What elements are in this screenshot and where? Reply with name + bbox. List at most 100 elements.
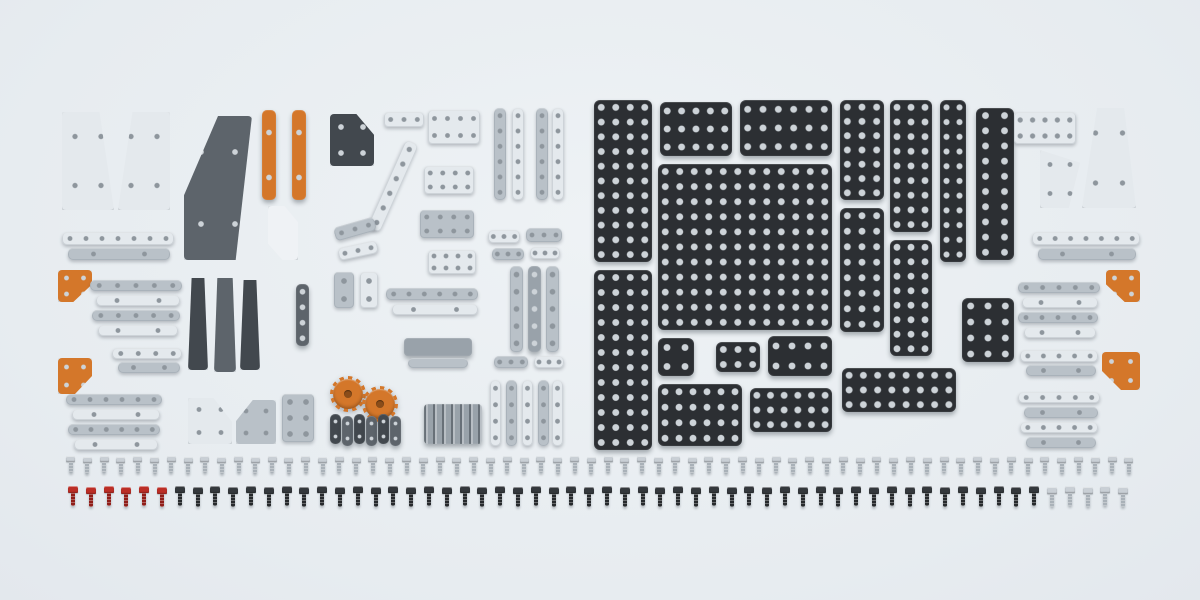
silver-screw xyxy=(788,457,798,474)
screw-head xyxy=(851,486,862,493)
gear xyxy=(330,376,366,412)
screw-shaft xyxy=(747,493,752,506)
screw-shaft xyxy=(925,463,930,474)
screw-shaft xyxy=(1126,463,1131,474)
screw-shaft xyxy=(286,463,291,474)
screw-head xyxy=(833,487,844,494)
screw-head xyxy=(744,486,755,493)
screw-head xyxy=(1023,457,1033,463)
screw-head xyxy=(317,486,328,493)
screw-head xyxy=(334,456,344,462)
screw-shaft xyxy=(471,462,476,473)
screw-shaft xyxy=(391,493,396,506)
screw-head xyxy=(335,487,345,494)
screw-head xyxy=(301,456,311,462)
perforated-plate xyxy=(658,164,832,330)
screw-shaft xyxy=(1026,463,1031,474)
screw-shaft xyxy=(740,462,745,473)
black-screw xyxy=(477,487,488,507)
black-screw xyxy=(424,486,434,506)
black-screw xyxy=(851,486,862,506)
screw-shaft xyxy=(1093,463,1098,474)
screw-shaft xyxy=(874,462,879,473)
screw-shaft xyxy=(1014,494,1019,507)
flat-strip xyxy=(1018,392,1100,403)
ribbed-track-plate xyxy=(424,404,482,444)
screw-shaft xyxy=(622,463,627,474)
silver-screw xyxy=(250,457,260,474)
screw-head xyxy=(85,487,96,494)
screw-shaft xyxy=(124,494,129,507)
silver-screw xyxy=(620,457,630,474)
silver-screw xyxy=(889,457,899,474)
flat-strip xyxy=(1020,422,1098,433)
screw-shaft xyxy=(186,463,191,474)
screw-head xyxy=(263,487,274,494)
screw-shaft xyxy=(1085,494,1090,507)
screw-head xyxy=(200,456,210,462)
curved-blade xyxy=(188,278,208,370)
silver-screw xyxy=(939,456,949,473)
silver-screw xyxy=(956,457,966,474)
connector-block xyxy=(366,416,377,446)
screw-shaft xyxy=(1076,462,1081,473)
screw-shaft xyxy=(106,493,111,506)
screw-shaft xyxy=(1032,493,1037,506)
screw-head xyxy=(502,456,512,462)
black-screw xyxy=(691,487,701,507)
screw-shaft xyxy=(807,462,812,473)
screw-shaft xyxy=(858,463,863,474)
silver-screw xyxy=(771,456,781,473)
screw-head xyxy=(228,487,239,494)
red-screw xyxy=(85,487,96,507)
screw-shaft xyxy=(676,493,681,506)
flat-bar xyxy=(404,338,472,356)
screw-head xyxy=(922,457,932,463)
screw-shaft xyxy=(673,462,678,473)
screw-shaft xyxy=(1042,462,1047,473)
screw-shaft xyxy=(790,463,795,474)
screw-shaft xyxy=(942,462,947,473)
screw-head xyxy=(637,486,648,493)
silver-screw xyxy=(855,457,865,474)
silver-screw xyxy=(922,457,932,474)
black-screw xyxy=(548,487,559,507)
perforated-plate xyxy=(962,298,1014,362)
black-screw xyxy=(584,487,595,507)
perforated-beam xyxy=(494,108,506,200)
screw-shaft xyxy=(706,462,711,473)
perforated-plate xyxy=(658,384,742,446)
screw-shaft xyxy=(711,493,716,506)
screw-shaft xyxy=(355,493,360,506)
silver-screw xyxy=(738,456,747,473)
screw-head xyxy=(441,487,452,494)
perforated-plate xyxy=(890,240,932,356)
screw-head xyxy=(284,457,294,463)
screw-shaft xyxy=(656,463,661,474)
black-screw xyxy=(673,486,684,506)
screw-head xyxy=(1006,456,1016,462)
screw-head xyxy=(1082,487,1093,494)
screw-head xyxy=(584,487,595,494)
connector-block xyxy=(330,414,341,444)
flat-strip xyxy=(1032,232,1140,245)
screw-shaft xyxy=(587,494,592,507)
screw-head xyxy=(477,487,488,494)
perforated-beam xyxy=(546,266,559,352)
screw-shaft xyxy=(961,493,965,506)
silver-screw xyxy=(318,457,327,474)
screw-shaft xyxy=(498,493,503,506)
screw-head xyxy=(620,457,630,463)
red-screw xyxy=(103,486,114,506)
screw-shaft xyxy=(723,463,728,474)
screw-shaft xyxy=(338,494,342,507)
flat-strip xyxy=(90,280,182,291)
perforated-plate xyxy=(840,208,884,332)
black-screw xyxy=(370,487,381,507)
silver-screw xyxy=(1023,457,1033,474)
screw-head xyxy=(174,486,185,493)
flat-strip xyxy=(1020,350,1098,362)
screw-shaft xyxy=(284,493,289,506)
flat-strip xyxy=(1026,365,1096,376)
